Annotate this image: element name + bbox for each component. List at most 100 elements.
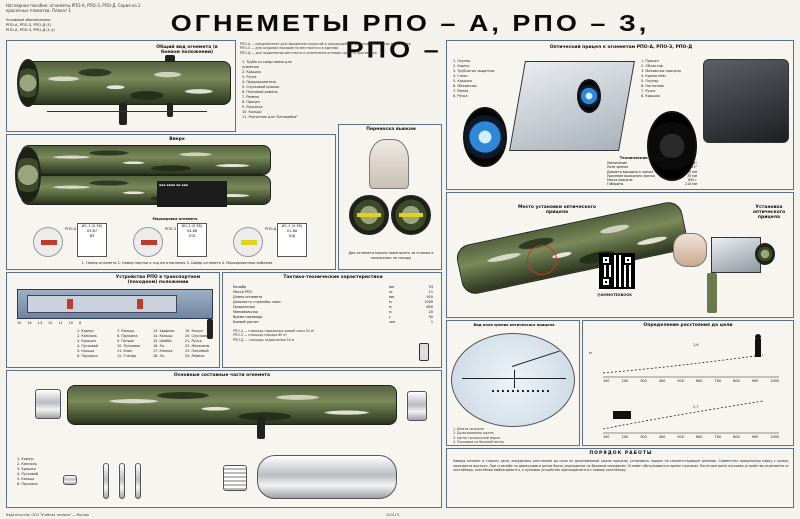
tick-label: 100 [603, 435, 610, 439]
list-item: 7. Рамка [453, 89, 469, 93]
main-parts-panel: Основные составные части огнемета 1. Кор… [6, 370, 442, 508]
tech-chars-title: Технические характеристики [619, 155, 685, 160]
list-item: 4. Кронштейн [641, 74, 666, 78]
range-title: Определение расстояния до цели [643, 323, 733, 328]
carry-caption: Два огнемета можно переносить за спиною … [348, 251, 434, 260]
tick-label: 400 [658, 435, 666, 439]
row-unit: м [389, 305, 392, 309]
row-param: Длина огнемета [233, 295, 263, 299]
sight-eyepiece-lens [647, 111, 697, 181]
tactical-note: РПО-А — площадь поражения живой силы 50 … [233, 329, 315, 333]
general-view-title: Общий вид огнемета (в боевом положении) [156, 45, 218, 55]
list-item: 10. Пусковое [117, 344, 141, 348]
row-value: 600 [426, 305, 433, 309]
poster-title: ОГНЕМЕТЫ РПО – А, РПО – З, РПО – Д [170, 10, 650, 63]
launch-grip-icon [257, 417, 265, 439]
rod-component [135, 463, 141, 499]
work-order-title: ПОРЯДОК РАБОТЫ [589, 451, 653, 456]
marking-card-line: ИС-1 (0.38) [281, 224, 303, 228]
rod-component [103, 463, 109, 499]
tick-label: 700 [714, 435, 722, 439]
list-item: 9. Патрон [117, 339, 135, 343]
row-param: Поле зрения [607, 165, 629, 170]
number-label: 11 [58, 321, 63, 325]
marking-code-rpo-a: РПО-А [65, 227, 77, 231]
list-item: 4. Пусковой [77, 344, 99, 348]
list-item: 3. Трубчатая защитная [453, 69, 495, 73]
legend-item: 1. Шкала прицела [453, 427, 484, 431]
tick-label: 200 [621, 379, 629, 383]
marking-band-rpo-d [241, 240, 257, 245]
device-parts-a: 1. Корпус 2. Капсюль 3. Крышка 4. Пусков… [77, 329, 113, 359]
marking-card-line: 01-88 [286, 229, 298, 233]
reticle-title: Вид поля зрения оптического прицела [473, 323, 555, 327]
row-value: 210 мм [685, 182, 697, 187]
tube-component [35, 389, 61, 419]
list-item: 3. Ручка [242, 75, 257, 79]
list-item: 14. Кольцо [153, 334, 173, 338]
tick-label: 800 [733, 379, 740, 383]
list-item: 21. Ручка [185, 339, 202, 343]
list-item: 4. Пусковой [17, 472, 39, 476]
cutaway-inner-tube [27, 295, 177, 313]
tactical-note: РПО-Д — площадь задымления 50 м [233, 337, 295, 342]
cutaway-red-part [137, 299, 143, 309]
number-label: 8 [78, 321, 82, 325]
sight-title: Оптический прицел к огнеметам РПО-А, РПО… [549, 45, 693, 50]
row-value: 11 [428, 290, 433, 294]
number-label: 12 [47, 321, 53, 325]
legend-item: 2. Дальномерная шкала [453, 431, 494, 436]
sight-mounting-panel: Место установки оптического прицела @AMM… [446, 192, 794, 318]
list-item: 6. Пружина [77, 354, 98, 358]
list-item: 2. Капсюль [17, 462, 37, 466]
row-param: Минимальная [233, 310, 258, 314]
rpo-notes: РПО-А — предназначен для поражения откры… [240, 42, 440, 55]
list-item: 2. Корпус [453, 64, 471, 68]
main-parts-title: Основные составные части огнемета [173, 373, 271, 378]
man-head-icon [755, 334, 761, 340]
list-item: 5. Кольцо [77, 349, 95, 353]
row-value: 1000 [424, 300, 433, 304]
row-unit: м [389, 310, 392, 314]
marking-card-line: ИС-1 (0.38) [181, 224, 203, 228]
marking-title: Маркировка огнемета [152, 217, 198, 221]
rpo-note: РПО-Д — для задымления местности и ослеп… [240, 50, 377, 55]
row-param: Увеличение [607, 161, 627, 165]
row-value: 35 мм [687, 173, 697, 178]
list-item: 1. Корпус [17, 457, 35, 461]
list-item: 4. Предохранитель [242, 80, 277, 84]
list-item: 6. Плечевой ремень [242, 90, 278, 94]
list-item: 1. Труба со средствами для усиления [242, 60, 292, 69]
cutaway-red-part [67, 299, 73, 309]
list-item: 13. Ударник [153, 329, 175, 333]
reticle-lower-scale [492, 390, 552, 392]
place-sight-title: Место установки оптического прицела [518, 205, 596, 215]
upper-curve-label: 1,6 [693, 343, 699, 347]
list-item: 5. Кольцо [17, 477, 35, 481]
pistol-grip-icon [119, 103, 127, 125]
row-value: 13° [691, 165, 697, 170]
tactical-notes: РПО-А — площадь поражения живой силы 50 … [233, 329, 433, 342]
row-value: 920 [426, 295, 433, 299]
device-parts-d: 19. Кожух 20. Спусковой 21. Ручка 22. Ме… [185, 329, 219, 359]
list-item: 11. Разгонник для "Батарейки" [242, 115, 298, 119]
list-item: 8. Ручка [453, 94, 468, 98]
marking-card-line: 04-86 [186, 229, 198, 233]
list-item: 8. Пружина [117, 334, 138, 338]
marking-band-rpo-z [141, 240, 157, 245]
tick-label: 500 [677, 435, 684, 439]
row-unit: чел [389, 320, 396, 324]
launcher-general-view [21, 61, 231, 105]
cap-component [407, 391, 427, 421]
reticle-range-scale [511, 350, 560, 367]
row-param: Масса РПО [233, 290, 253, 294]
row-param: Боевой расчет [233, 320, 259, 324]
tick-label: 800 [733, 435, 740, 439]
rpo-note: РПО-А — предназначен для поражения откры… [240, 42, 411, 46]
trigger-guard-icon [167, 103, 173, 117]
sight-panel: Оптический прицел к огнеметам РПО-А, РПО… [446, 40, 794, 190]
